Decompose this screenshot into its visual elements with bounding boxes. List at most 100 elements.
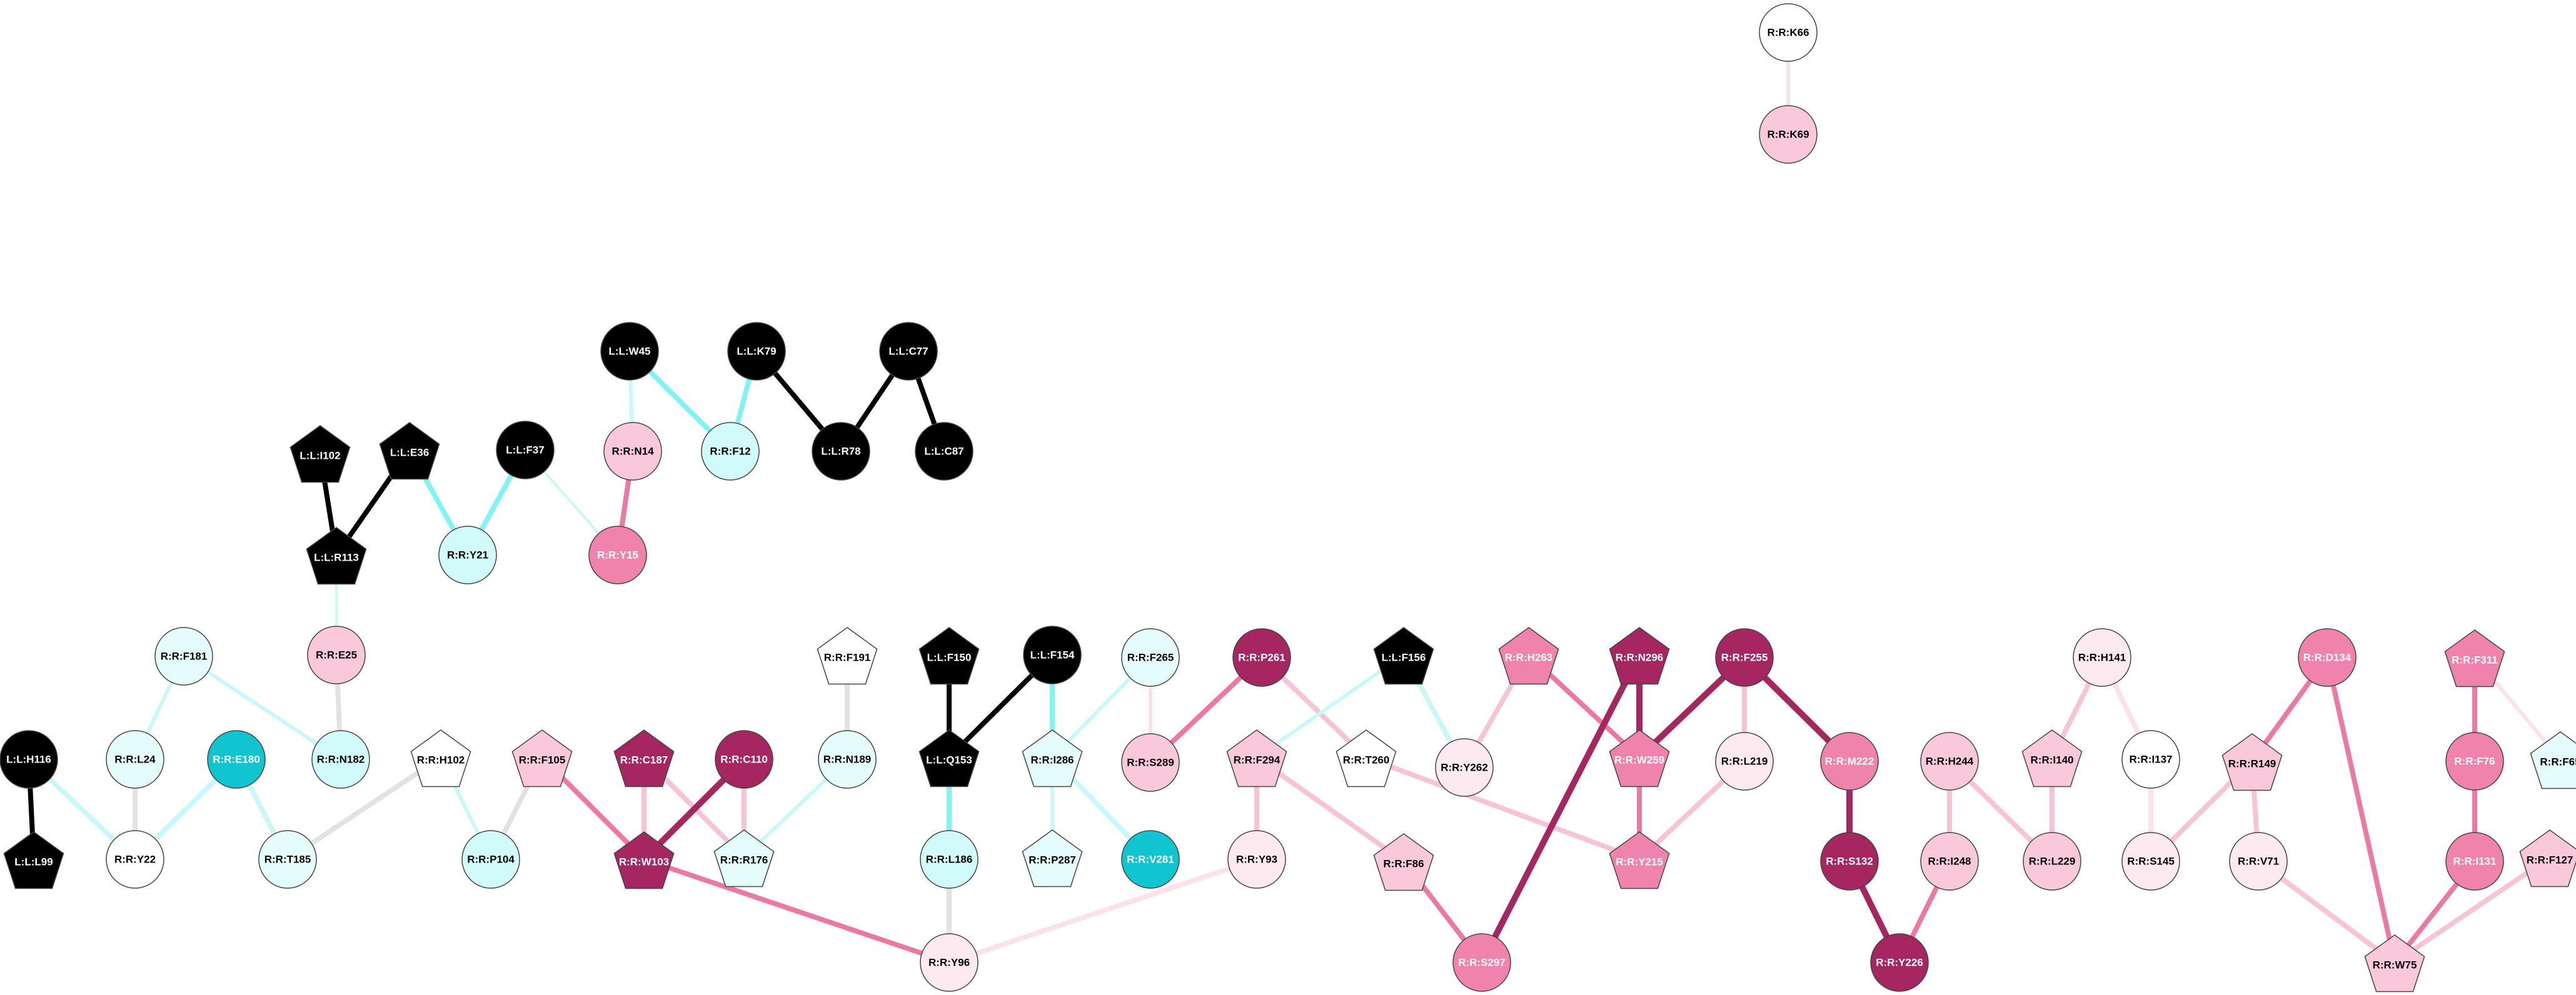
node-r-r-p287[interactable]: R:R:P287 bbox=[1022, 829, 1083, 888]
node-l-l-f154[interactable]: L:L:F154 bbox=[1023, 626, 1082, 684]
node-r-r-y93[interactable]: R:R:Y93 bbox=[1227, 830, 1286, 889]
node-l-l-r78[interactable]: L:L:R78 bbox=[812, 422, 870, 481]
node-circle-shape bbox=[701, 422, 760, 481]
node-r-r-t260[interactable]: R:R:T260 bbox=[1336, 729, 1397, 788]
node-r-r-r176[interactable]: R:R:R176 bbox=[713, 829, 775, 888]
node-r-r-f12[interactable]: R:R:F12 bbox=[701, 422, 760, 481]
node-r-r-f86[interactable]: R:R:F86 bbox=[1373, 833, 1434, 891]
node-r-r-l24[interactable]: R:R:L24 bbox=[106, 730, 164, 789]
node-r-r-e25[interactable]: R:R:E25 bbox=[307, 626, 366, 684]
node-pentagon-shape bbox=[379, 422, 440, 480]
node-label: R:R:N296 bbox=[1616, 652, 1664, 664]
node-circle-shape bbox=[1232, 628, 1291, 687]
node-r-r-c110[interactable]: R:R:C110 bbox=[715, 730, 773, 789]
node-r-r-f265[interactable]: R:R:F265 bbox=[1121, 628, 1180, 687]
node-l-l-c87[interactable]: L:L:C87 bbox=[915, 422, 974, 481]
node-r-r-w103[interactable]: R:R:W103 bbox=[613, 831, 675, 889]
node-circle-shape bbox=[1920, 832, 1979, 891]
node-l-l-k79[interactable]: L:L:K79 bbox=[727, 322, 786, 381]
node-pentagon-shape bbox=[918, 627, 980, 685]
node-r-r-y15[interactable]: R:R:Y15 bbox=[588, 526, 647, 584]
node-r-r-h244[interactable]: R:R:H244 bbox=[1920, 732, 1979, 791]
node-r-r-f311[interactable]: R:R:F311 bbox=[2444, 629, 2505, 688]
node-l-l-f37[interactable]: L:L:F37 bbox=[496, 421, 555, 479]
node-label: R:R:Y22 bbox=[114, 854, 156, 866]
node-r-r-n14[interactable]: R:R:N14 bbox=[603, 422, 662, 481]
node-r-r-r149[interactable]: R:R:R149 bbox=[2221, 733, 2283, 791]
node-r-r-f255[interactable]: R:R:F255 bbox=[1715, 628, 1774, 687]
node-r-r-s289[interactable]: R:R:S289 bbox=[1121, 733, 1180, 792]
node-pentagon-shape bbox=[713, 829, 775, 888]
node-r-r-h263[interactable]: R:R:H263 bbox=[1498, 627, 1559, 685]
node-l-l-f156[interactable]: L:L:F156 bbox=[1373, 627, 1434, 685]
node-label: R:R:K66 bbox=[1767, 27, 1809, 39]
node-r-r-y96[interactable]: R:R:Y96 bbox=[920, 933, 979, 992]
node-pentagon-shape bbox=[3, 831, 64, 889]
node-label: R:R:C110 bbox=[720, 754, 768, 766]
node-l-l-c77[interactable]: L:L:C77 bbox=[879, 322, 938, 381]
node-circle-shape bbox=[1452, 933, 1511, 992]
node-l-l-e36[interactable]: L:L:E36 bbox=[379, 422, 440, 480]
node-label: R:R:P104 bbox=[467, 854, 515, 866]
node-r-r-i248[interactable]: R:R:I248 bbox=[1920, 832, 1979, 891]
node-r-r-f105[interactable]: R:R:F105 bbox=[511, 729, 573, 788]
node-r-r-y215[interactable]: R:R:Y215 bbox=[1609, 831, 1670, 889]
node-label: L:L:L99 bbox=[14, 856, 53, 868]
node-label: R:R:T185 bbox=[264, 854, 311, 866]
node-r-r-m222[interactable]: R:R:M222 bbox=[1820, 732, 1879, 791]
node-circle-shape bbox=[311, 730, 370, 789]
node-l-l-f150[interactable]: L:L:F150 bbox=[918, 627, 980, 685]
node-r-r-f294[interactable]: R:R:F294 bbox=[1226, 729, 1287, 788]
node-l-l-i102[interactable]: L:L:I102 bbox=[289, 425, 351, 483]
node-r-r-l229[interactable]: R:R:L229 bbox=[2023, 832, 2081, 891]
edge-r-r-y93-r-r-y96 bbox=[947, 857, 1259, 965]
node-r-r-p261[interactable]: R:R:P261 bbox=[1232, 628, 1291, 687]
node-r-r-l219[interactable]: R:R:L219 bbox=[1715, 732, 1774, 791]
node-r-r-w75[interactable]: R:R:W75 bbox=[2364, 934, 2425, 992]
node-r-r-v281[interactable]: R:R:V281 bbox=[1121, 830, 1180, 889]
node-r-r-s145[interactable]: R:R:S145 bbox=[2121, 832, 2180, 891]
node-r-r-n182[interactable]: R:R:N182 bbox=[311, 730, 370, 789]
node-l-l-q153[interactable]: L:L:Q153 bbox=[918, 729, 980, 788]
node-l-l-r113[interactable]: L:L:R113 bbox=[306, 527, 367, 585]
node-r-r-v71[interactable]: R:R:V71 bbox=[2229, 832, 2288, 891]
node-r-r-d134[interactable]: R:R:D134 bbox=[2298, 628, 2357, 687]
node-r-r-n189[interactable]: R:R:N189 bbox=[818, 730, 877, 789]
node-r-r-i137[interactable]: R:R:I137 bbox=[2121, 730, 2180, 789]
node-l-l-w45[interactable]: L:L:W45 bbox=[600, 322, 659, 381]
node-l-l-l99[interactable]: L:L:L99 bbox=[3, 831, 64, 889]
node-r-r-w259[interactable]: R:R:W259 bbox=[1609, 729, 1670, 788]
node-r-r-k66[interactable]: R:R:K66 bbox=[1759, 3, 1818, 62]
node-l-l-h116[interactable]: L:L:H116 bbox=[0, 730, 58, 789]
node-label: R:R:L186 bbox=[926, 854, 973, 866]
edge-r-r-n296-r-r-s297 bbox=[1479, 652, 1643, 966]
node-r-r-y22[interactable]: R:R:Y22 bbox=[106, 830, 164, 889]
node-r-r-y21[interactable]: R:R:Y21 bbox=[438, 526, 497, 584]
node-r-r-f181[interactable]: R:R:F181 bbox=[154, 627, 213, 686]
node-r-r-s297[interactable]: R:R:S297 bbox=[1452, 933, 1511, 992]
node-circle-shape bbox=[915, 422, 974, 481]
node-r-r-f76[interactable]: R:R:F76 bbox=[2445, 732, 2504, 791]
node-r-r-y226[interactable]: R:R:Y226 bbox=[1870, 933, 1929, 992]
node-r-r-i286[interactable]: R:R:I286 bbox=[1022, 729, 1083, 788]
node-circle-shape bbox=[1023, 626, 1082, 684]
node-r-r-h141[interactable]: R:R:H141 bbox=[2073, 628, 2131, 687]
node-r-r-i131[interactable]: R:R:I131 bbox=[2445, 832, 2504, 891]
node-r-r-t185[interactable]: R:R:T185 bbox=[258, 830, 317, 889]
node-label: R:R:H263 bbox=[1505, 652, 1553, 664]
node-r-r-k69[interactable]: R:R:K69 bbox=[1759, 105, 1818, 164]
node-r-r-p104[interactable]: R:R:P104 bbox=[461, 830, 520, 889]
node-r-r-y262[interactable]: R:R:Y262 bbox=[1435, 738, 1494, 797]
node-r-r-e180[interactable]: R:R:E180 bbox=[207, 730, 266, 789]
node-r-r-h102[interactable]: R:R:H102 bbox=[410, 729, 471, 788]
node-r-r-f65[interactable]: R:R:F65 bbox=[2530, 731, 2576, 789]
node-r-r-l186[interactable]: R:R:L186 bbox=[920, 830, 979, 889]
node-r-r-f191[interactable]: R:R:F191 bbox=[817, 627, 878, 685]
node-r-r-s132[interactable]: R:R:S132 bbox=[1820, 832, 1879, 891]
node-r-r-i140[interactable]: R:R:I140 bbox=[2021, 729, 2083, 788]
node-r-r-c187[interactable]: R:R:C187 bbox=[613, 729, 675, 788]
node-r-r-f127[interactable]: R:R:F127 bbox=[2519, 829, 2576, 888]
node-pentagon-shape bbox=[410, 729, 471, 788]
node-r-r-n296[interactable]: R:R:N296 bbox=[1609, 627, 1670, 685]
